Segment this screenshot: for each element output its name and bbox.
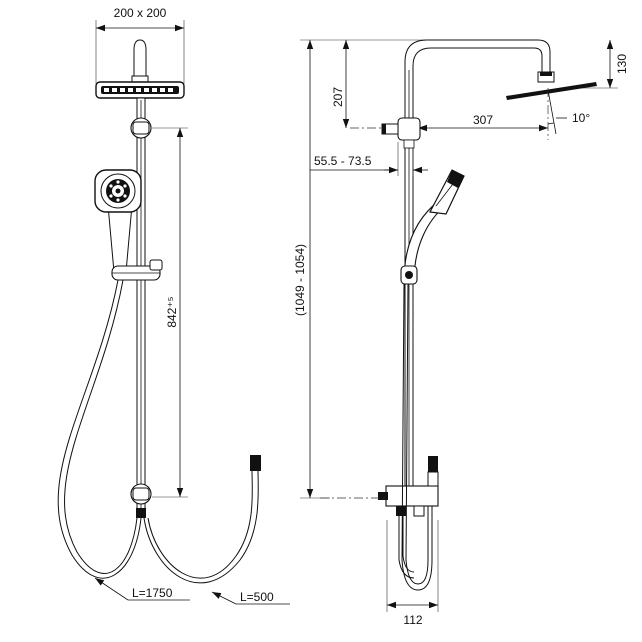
head-height-label: 130 xyxy=(615,54,629,74)
head-height-dimension: 130 xyxy=(566,40,629,89)
rail-spacing-label: 842⁺⁵ xyxy=(165,296,179,327)
head-angle-label: 10° xyxy=(572,111,590,125)
overhead-shower-side xyxy=(506,71,597,100)
head-width-dimension: 200 x 200 xyxy=(95,6,185,84)
arm-reach-dimension: 307 xyxy=(350,113,548,132)
head-angle-dimension: 10° xyxy=(547,88,590,140)
shower-column xyxy=(404,39,551,500)
base-width-dimension: 112 xyxy=(386,520,439,627)
shower-rail xyxy=(136,97,146,511)
arm-drop-dimension: 207 xyxy=(331,40,350,128)
upper-bracket xyxy=(130,117,152,139)
total-height-dimension: (1049 - 1054) xyxy=(293,39,428,499)
upper-wall-bracket xyxy=(381,117,421,149)
arm-reach-label: 307 xyxy=(473,113,493,127)
mixer-unit xyxy=(320,456,439,517)
hand-shower xyxy=(94,169,142,277)
hose-long-label: L=1750 xyxy=(132,586,173,600)
slider-holder xyxy=(111,259,163,281)
lower-bracket xyxy=(130,483,152,518)
side-holder xyxy=(400,265,418,285)
hose-short-label: L=500 xyxy=(240,590,274,604)
arm-drop-label: 207 xyxy=(331,87,345,107)
total-height-label: (1049 - 1054) xyxy=(293,244,307,316)
hand-shower-side xyxy=(403,169,465,283)
front-view: 200 x 200 xyxy=(57,6,290,605)
hoses xyxy=(57,279,261,584)
side-hose xyxy=(398,283,433,591)
side-view: (1049 - 1054) 207 130 xyxy=(293,39,629,627)
base-width-label: 112 xyxy=(403,613,422,627)
rain-shower-head xyxy=(95,39,185,99)
wall-distance-label: 55.5 - 73.5 xyxy=(314,154,372,168)
head-width-label: 200 x 200 xyxy=(114,6,167,20)
wall-distance-dimension: 55.5 - 73.5 xyxy=(310,142,428,176)
rail-spacing-dimension: 842⁺⁵ xyxy=(152,127,188,498)
hose-length-callouts: L=1750 L=500 xyxy=(94,577,290,605)
